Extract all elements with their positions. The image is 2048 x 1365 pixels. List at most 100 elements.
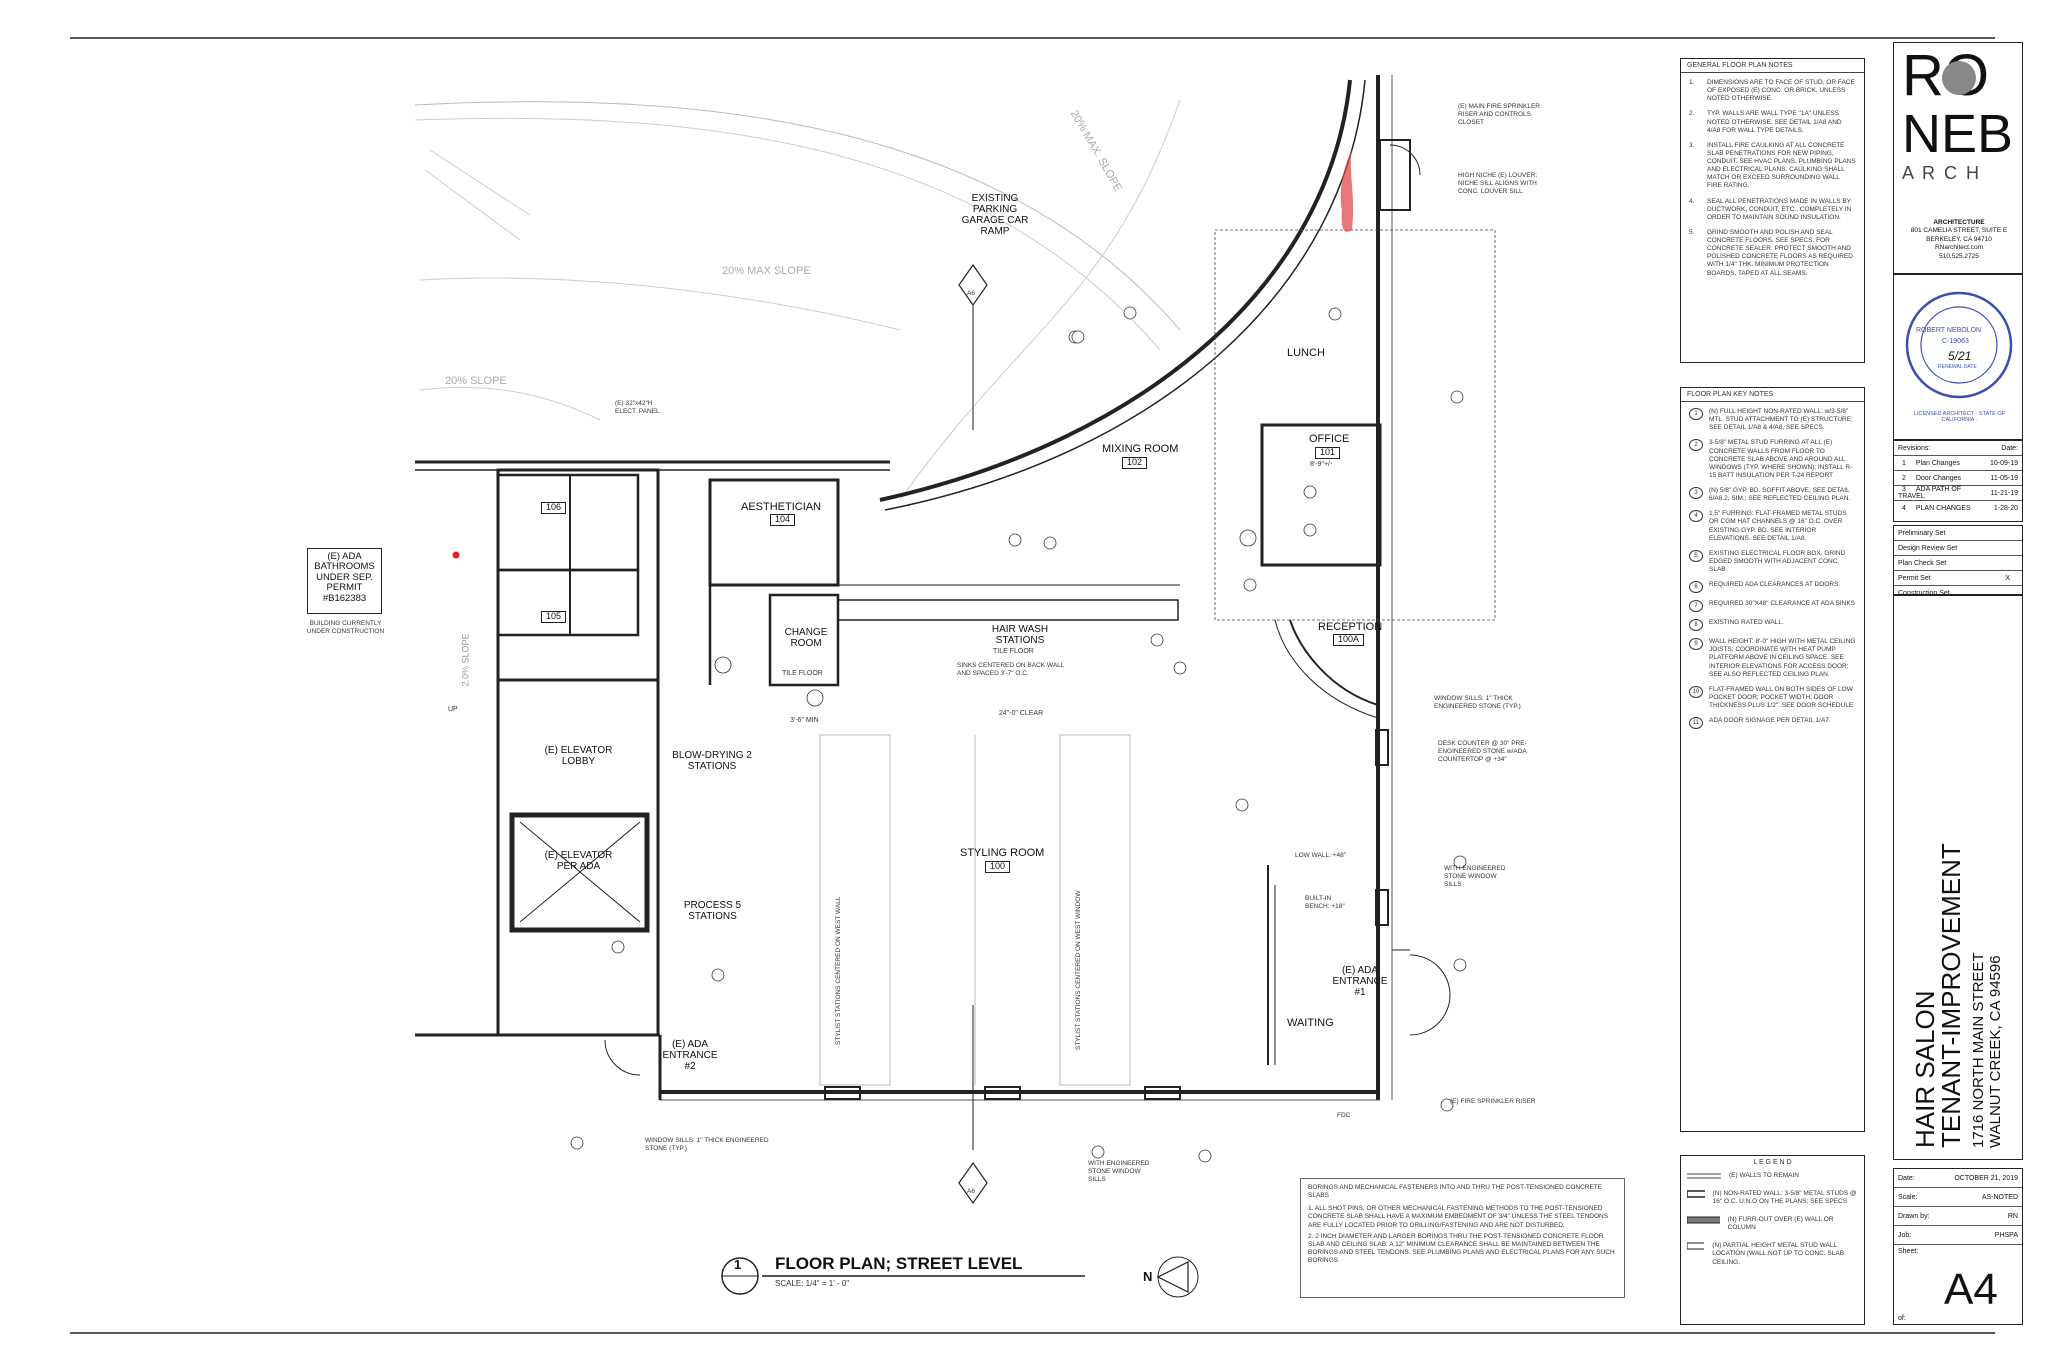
desk-counter-note: DESK COUNTER @ 30" PRE-ENGINEERED STONE … [1438,740,1527,764]
general-notes-panel: GENERAL FLOOR PLAN NOTES 1.DIMENSIONS AR… [1680,58,1865,363]
key-notes-panel: FLOOR PLAN KEY NOTES 1(N) FULL HEIGHT NO… [1680,387,1865,1132]
legend-item: (E) WALLS TO REMAIN [1687,1172,1858,1180]
legend-swatch-nonrated [1687,1190,1705,1198]
logo-arch: A R C H [1902,163,1982,183]
clear-dimension: 24"-0" CLEAR [998,710,1044,717]
firm-logo: R O NEB A R C H [1902,47,2018,184]
key-notes-list: 1(N) FULL HEIGHT NON-RATED WALL; w/3-5/8… [1681,402,1864,730]
room-label-entrance-1: (E) ADA ENTRANCE #1 [1332,965,1388,998]
office-dimension: 8'-9"+/- [1310,461,1333,468]
stamp-name: ROBERT NEBOLON [1916,327,1982,334]
ada-bathrooms-text: (E) ADA BATHROOMS UNDER SEP. PERMIT #B16… [314,551,375,604]
section-marker-top [958,263,988,307]
project-block: HAIR SALON TENANT-IMPROVEMENT 1716 NORTH… [1893,595,2023,1160]
logo-r: R [1902,43,1944,108]
list-item: 2.TYP. WALLS ARE WALL TYPE "1A" UNLESS N… [1689,110,1842,134]
legend-panel: L E G E N D (E) WALLS TO REMAIN (N) NON-… [1680,1155,1865,1325]
up-label: UP [448,706,458,713]
key-notes-title: FLOOR PLAN KEY NOTES [1681,388,1864,402]
firm-block: R O NEB A R C H ARCHITECTURE 801 CAMELIA… [1893,42,2023,274]
room-label-process: PROCESS 5 STATIONS [683,900,742,922]
borings-title: BORINGS AND MECHANICAL FASTENERS INTO AN… [1308,1184,1603,1200]
north-label: N [1143,1269,1153,1284]
drawn-row: Drawn by:RN [1894,1207,2022,1226]
section-ref-bottom: A6 [967,1188,975,1195]
room-number-mixing: 102 [1122,457,1148,469]
table-row: Design Review Set [1894,541,2022,556]
stone-sills-note-right: WITH ENGINEERED STONE WINDOW SILLS [1444,865,1506,889]
table-row: Plan Check Set [1894,556,2022,571]
legend-item: (N) NON-RATED WALL: 3-5/8" METAL STUDS @… [1687,1190,1858,1206]
list-item: 3.INSTALL FIRE CAULKING AT ALL CONCRETE … [1689,141,1856,190]
list-item: 1(N) FULL HEIGHT NON-RATED WALL; w/3-5/8… [1689,408,1856,432]
revisions-header: Revisions:Date: [1894,441,2022,456]
stylist-east-note: STYLIST STATIONS CENTERED ON WEST WINDOW [1075,890,1082,1050]
sprinkler-riser-note: (E) FIRE SPRINKLER RISER [1450,1098,1536,1105]
room-label-aesthetician: AESTHETICIAN [741,501,822,513]
change-room-tile-floor: TILE FLOOR [782,670,823,677]
list-item: 5.GRIND SMOOTH AND POLISH AND SEAL CONCR… [1689,228,1853,277]
sets-table: Preliminary Set Design Review Set Plan C… [1893,525,2023,597]
legend-title: L E G E N D [1753,1159,1792,1166]
section-marker-bottom [958,1161,988,1205]
window-sills-left-note: WINDOW SILLS: 1" THICK ENGINEERED STONE … [645,1137,769,1153]
stamp-date: 5/21 [1948,349,1972,363]
borings-note-2: 2. 2 INCH DIAMETER AND LARGER BORINGS TH… [1308,1232,1615,1264]
architect-stamp [1905,291,2013,399]
room-label-styling: STYLING ROOM [960,847,1045,859]
slope-label-1: 20% MAX SLOPE [722,265,811,277]
logo-neb: NEB [1902,104,2014,164]
room-label-change: CHANGE ROOM [784,627,828,649]
room-label-lunch: LUNCH [1287,347,1325,359]
room-label-entrance-2: (E) ADA ENTRANCE #2 [662,1039,718,1072]
room-number-office: 101 [1315,447,1341,459]
sheet-number: A4 [1944,1265,1998,1314]
stamp-renewal: RENEWAL DATE [1938,364,1977,370]
list-item: 4.SEAL ALL PENETRATIONS MADE IN WALLS BY… [1689,197,1852,221]
room-label-elevator-lobby: (E) ELEVATOR LOBBY [544,745,613,767]
table-row: Construction Set [1898,589,1950,597]
ada-bathrooms-callout: (E) ADA BATHROOMS UNDER SEP. PERMIT #B16… [307,548,382,614]
high-niche-note: HIGH NICHE (E) LOUVER; NICHE SILL ALIGNS… [1458,172,1538,196]
logo-filled-circle-icon [1942,61,1977,95]
room-label-waiting: WAITING [1287,1017,1334,1029]
window-sills-right-note: WINDOW SILLS: 1" THICK ENGINEERED STONE … [1434,695,1521,711]
date-row: Date:OCTOBER 21, 2019 [1894,1169,2022,1188]
elect-panel-note: (E) 32"x42"H ELECT. PANEL [615,400,660,416]
low-wall-note: LOW WALL: +48" [1295,852,1347,859]
job-row: Job:PHSPA [1894,1226,2022,1245]
slope-label-3: 20% SLOPE [445,375,507,387]
legend-item: (N) PARTIAL HEIGHT METAL STUD WALL LOCAT… [1687,1242,1858,1266]
sheet-number-cell: Sheet: A4 of: [1898,1248,1998,1322]
room-number-106: 106 [541,502,567,514]
list-item: 3(N) 5/8" GYP. BD. SOFFIT ABOVE, SEE DET… [1689,487,1856,503]
sprinkler-riser-highlight [1340,150,1354,232]
table-row: Preliminary Set [1894,526,2022,541]
room-label-ramp: EXISTING PARKING GARAGE CAR RAMP [961,193,1029,237]
drawing-scale: SCALE: 1/4" = 1' - 0" [775,1279,850,1288]
legend-swatch-furring [1687,1216,1720,1224]
general-notes-title: GENERAL FLOOR PLAN NOTES [1681,59,1864,73]
sheet-info-block: Date:OCTOBER 21, 2019 Scale:AS-NOTED Dra… [1893,1168,2023,1325]
project-title: HAIR SALON TENANT-IMPROVEMENT 1716 NORTH… [1910,843,2004,1148]
room-label-hairwash: HAIR WASH STATIONS [991,624,1049,646]
stamp-ring-text: LICENSED ARCHITECT · STATE OF CALIFORNIA… [1913,411,2006,424]
room-label-office: OFFICE [1309,433,1350,445]
borings-notes-box: BORINGS AND MECHANICAL FASTENERS INTO AN… [1300,1178,1625,1298]
stamp-number: C-19063 [1942,338,1969,345]
ada-bathrooms-note: BUILDING CURRENTLY UNDER CONSTRUCTION [306,620,385,636]
room-number-reception: 100A [1333,634,1365,646]
